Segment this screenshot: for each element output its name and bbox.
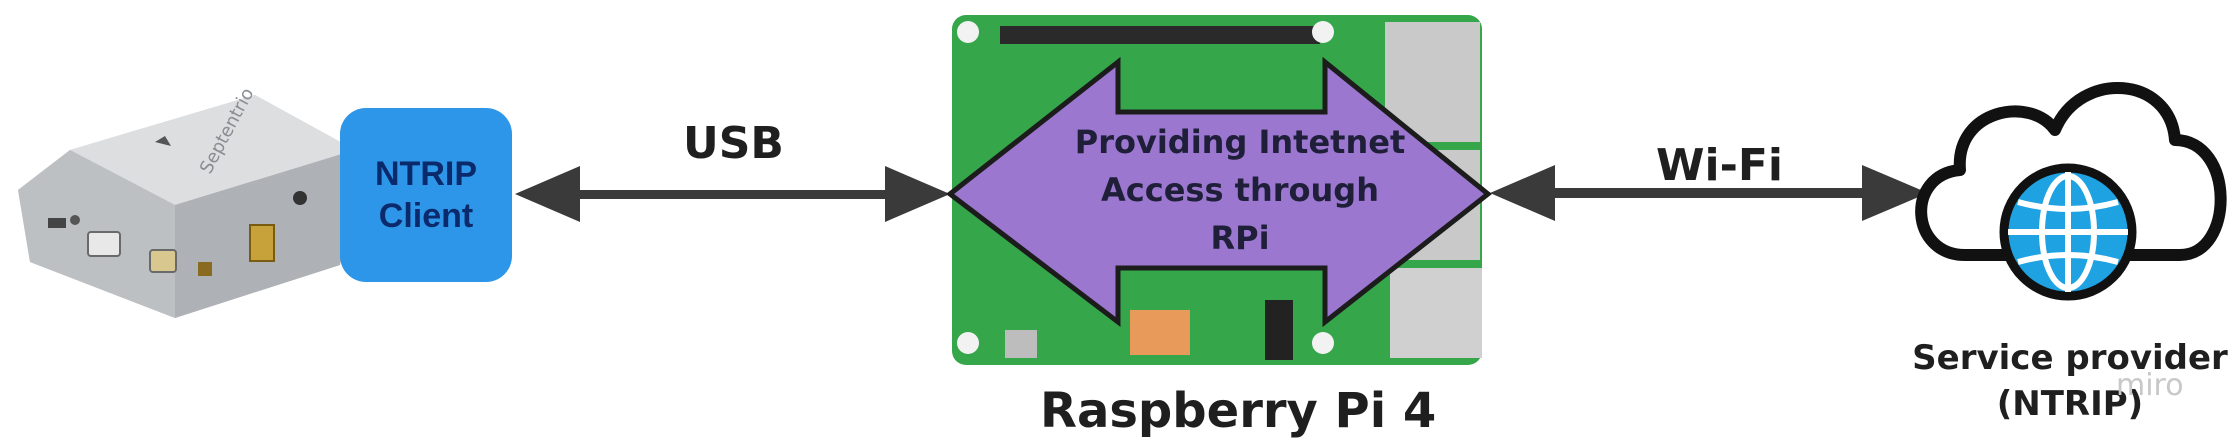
globe-icon (1999, 163, 2137, 301)
service-provider-line2: (NTRIP) (1996, 384, 2144, 424)
ntrip-client-line2: Client (378, 197, 474, 235)
service-provider-line1: Service provider (1912, 338, 2228, 378)
internet-access-line2: Access through (1101, 171, 1379, 209)
internet-access-text: Providing Intetnet Access through RPi (1040, 118, 1440, 262)
service-provider-label: Service provider (NTRIP) (1912, 335, 2228, 427)
internet-access-line3: RPi (1210, 219, 1270, 257)
usb-label: USB (683, 118, 784, 169)
gnss-receiver-device: Septentrio (18, 85, 355, 318)
ntrip-client-box: NTRIP Client (340, 108, 512, 282)
miro-watermark: miro (2116, 368, 2184, 403)
wifi-label: Wi-Fi (1656, 140, 1784, 191)
ntrip-client-line1: NTRIP (375, 155, 477, 193)
usb-connection-arrow (515, 166, 950, 222)
brand-logo-icon (155, 136, 171, 146)
internet-access-arrow (945, 56, 1493, 328)
wifi-connection-arrow (1490, 165, 1928, 221)
raspberry-pi-title: Raspberry Pi 4 (1040, 383, 1437, 439)
internet-access-line1: Providing Intetnet (1074, 123, 1406, 161)
